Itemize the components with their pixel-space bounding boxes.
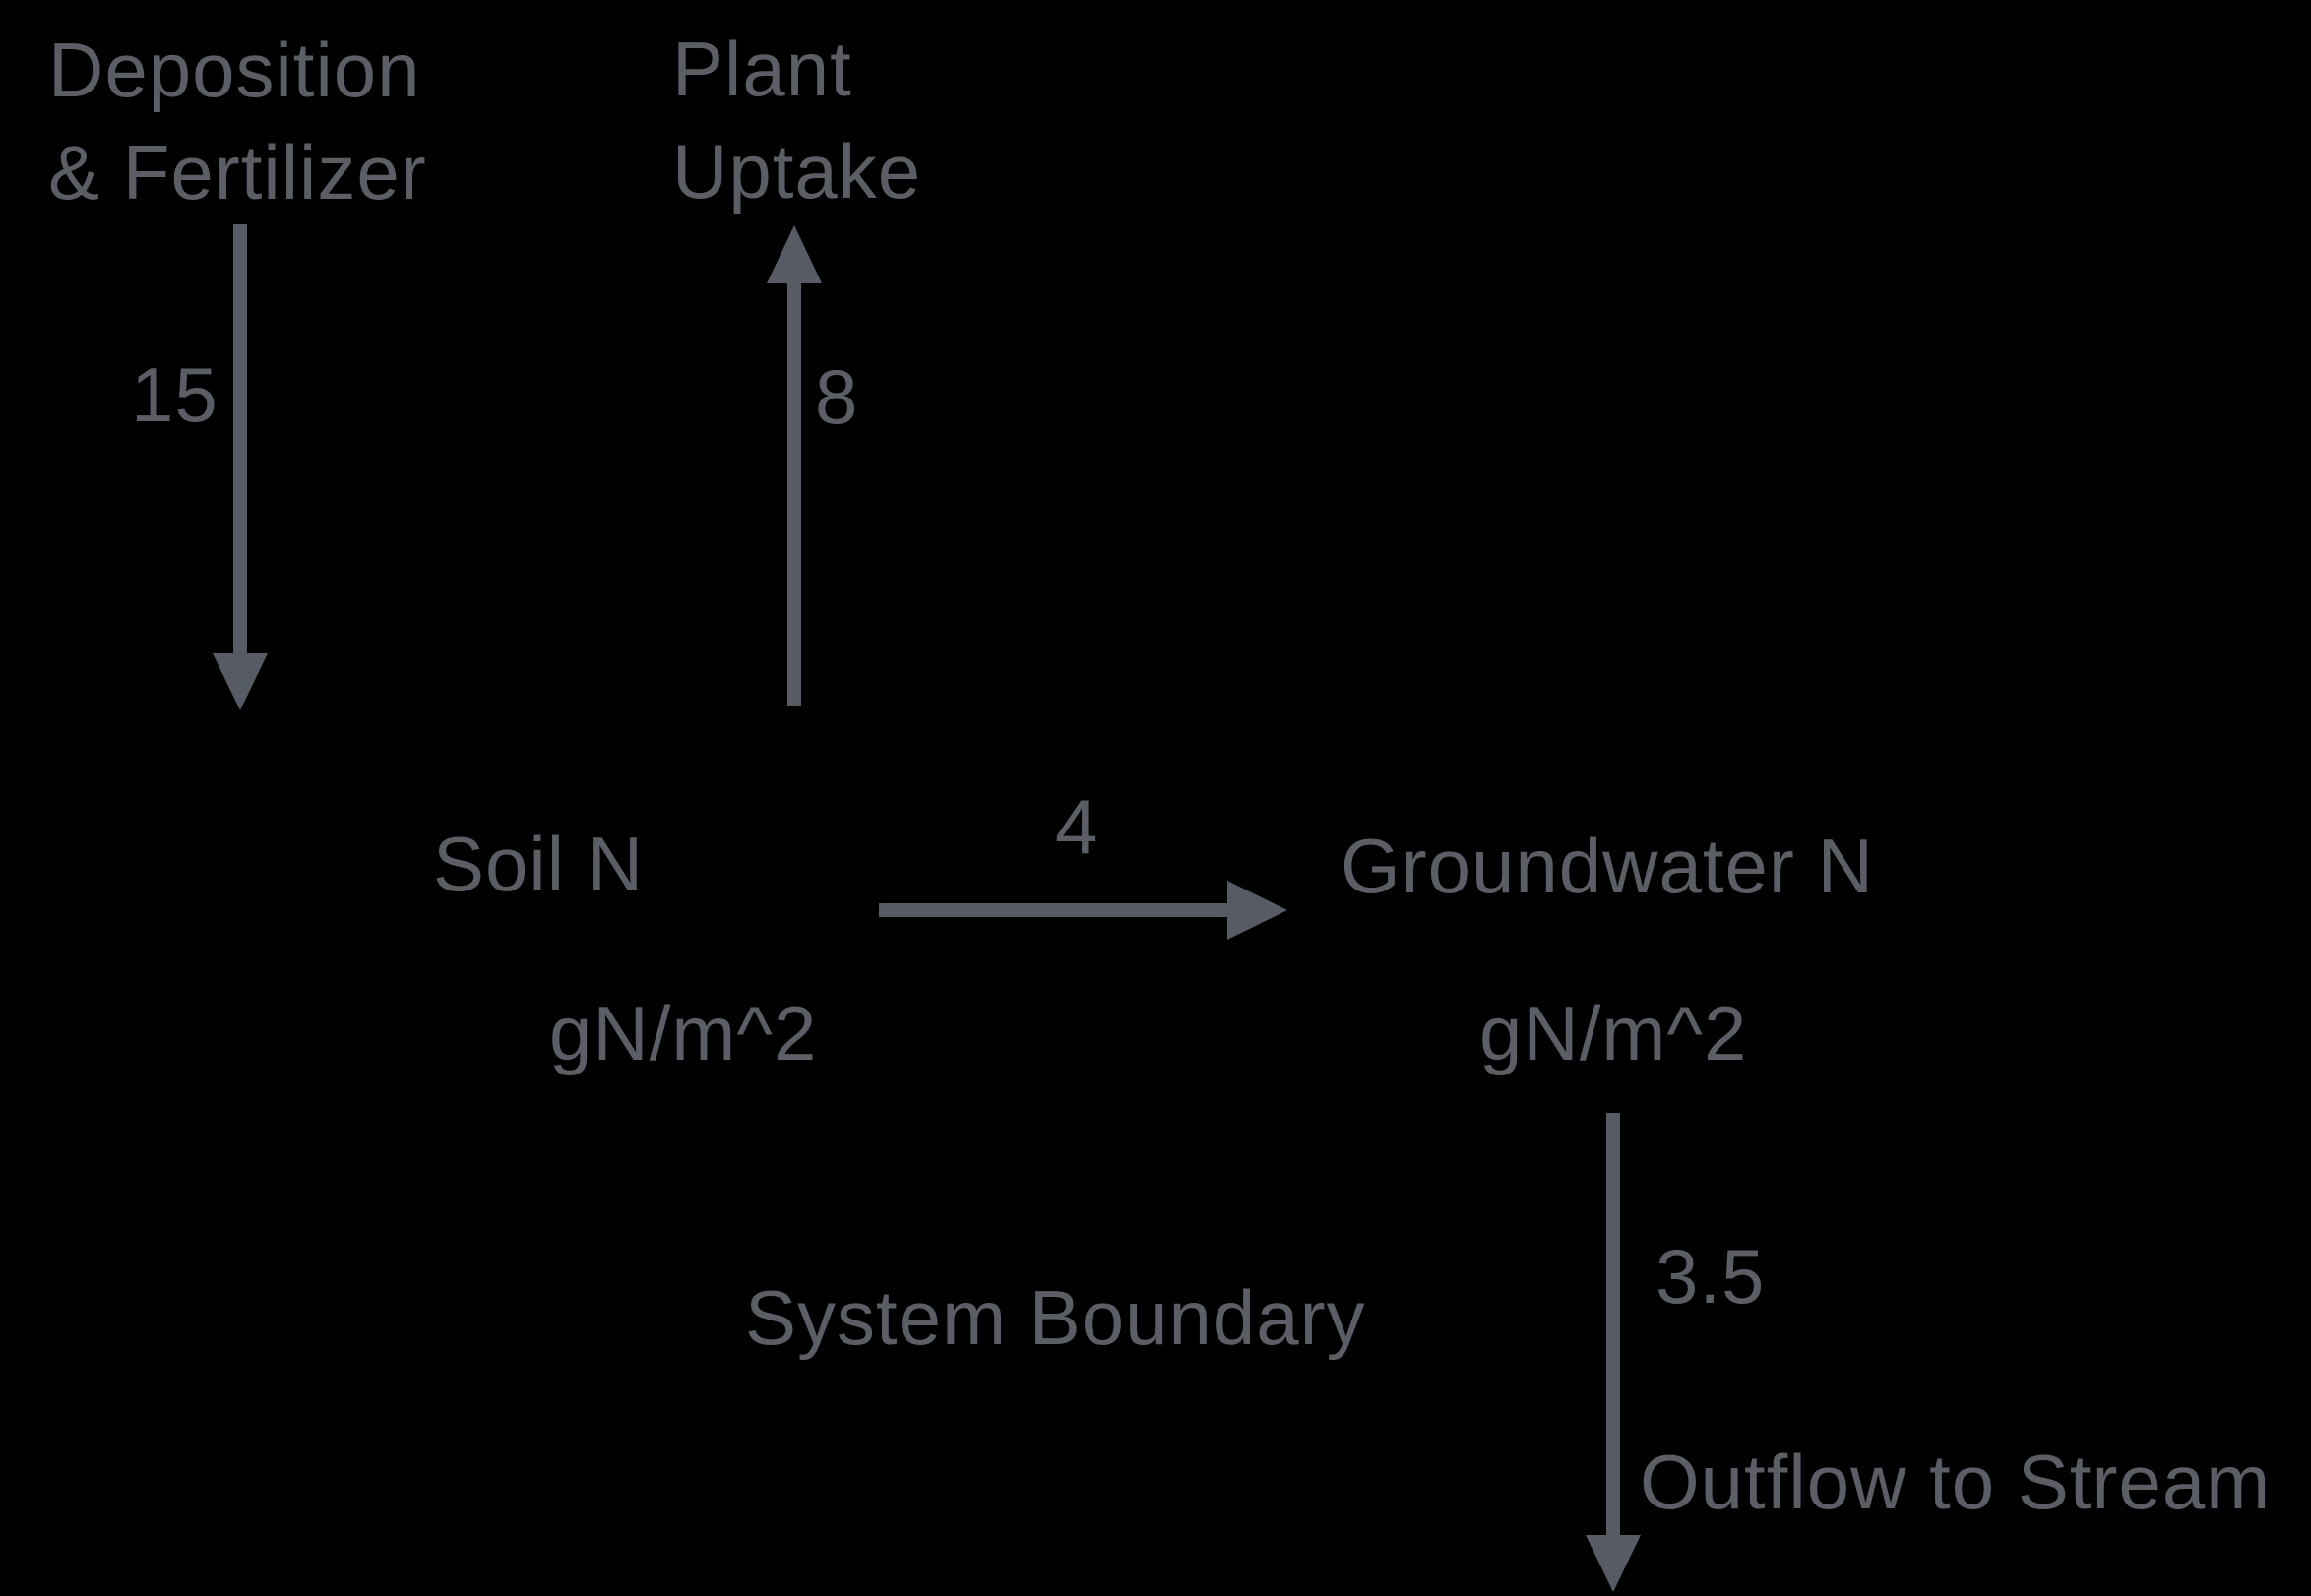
label-plant-line1: Plant [672, 26, 852, 112]
label-deposition-fertilizer: Deposition & Fertilizer [48, 19, 427, 223]
label-plant-uptake: Plant Uptake [672, 18, 921, 222]
label-deposition-line1: Deposition [48, 27, 421, 113]
arrow-plant-shaft [787, 283, 801, 706]
arrow-down-outflow-icon [1586, 1535, 1641, 1592]
flow-value-outflow: 3.5 [1655, 1233, 1766, 1320]
arrow-outflow-shaft [1606, 1113, 1620, 1535]
label-deposition-line2: & Fertilizer [48, 129, 427, 215]
flow-value-deposition: 15 [131, 351, 219, 438]
flow-value-plant-uptake: 8 [815, 353, 859, 440]
label-groundwater-units: gN/m^2 [1479, 990, 1748, 1076]
flow-value-soil-to-groundwater: 4 [1055, 783, 1099, 870]
arrow-up-icon [767, 225, 822, 283]
label-groundwater-n: Groundwater N [1341, 823, 1874, 909]
label-system-boundary: System Boundary [745, 1274, 1366, 1361]
label-outflow-to-stream: Outflow to Stream [1640, 1439, 2272, 1525]
label-soil-units: gN/m^2 [549, 990, 818, 1076]
label-soil-n: Soil N [433, 821, 645, 907]
arrow-down-icon [213, 653, 268, 710]
arrow-deposition-shaft [233, 224, 247, 653]
arrow-right-icon [1227, 881, 1287, 940]
label-plant-line2: Uptake [672, 128, 922, 215]
arrow-groundwater-shaft [879, 903, 1227, 917]
